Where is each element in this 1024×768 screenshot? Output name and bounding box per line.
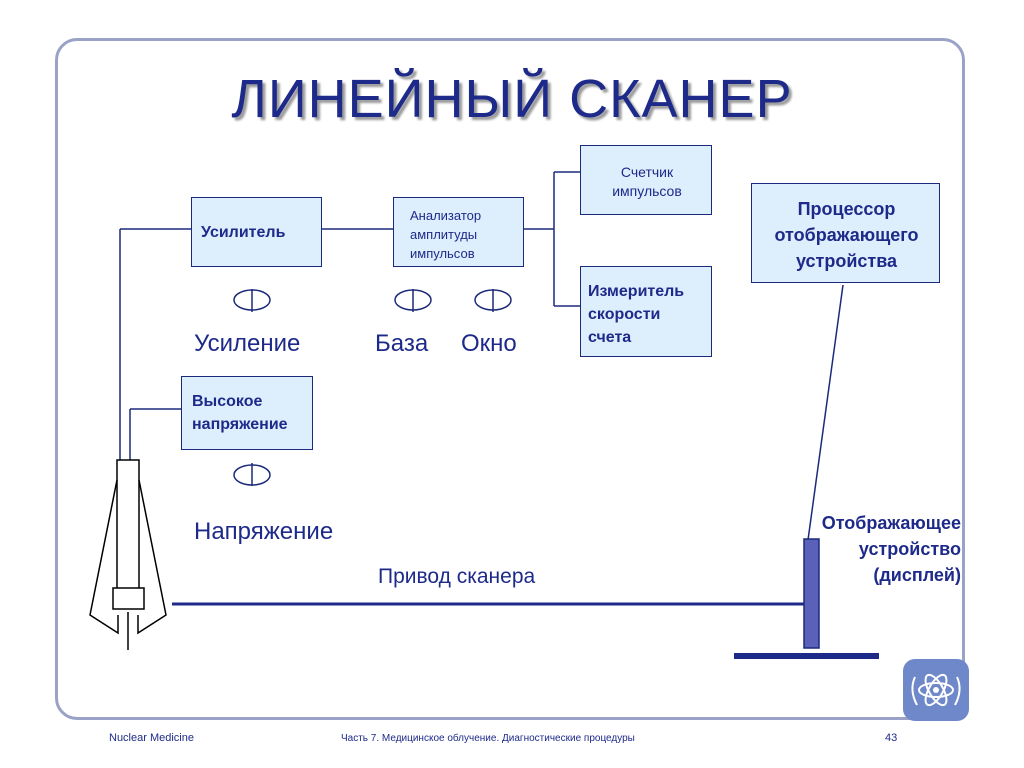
- window-label: Окно: [461, 330, 517, 357]
- high-voltage-label-2: напряжение: [192, 416, 288, 433]
- amplifier-label: Усилитель: [201, 224, 286, 241]
- gain-label: Усиление: [194, 330, 301, 357]
- base-knob: [394, 289, 432, 311]
- ratemeter-label-3: счета: [588, 329, 632, 346]
- connector-processor-display: [807, 284, 844, 541]
- voltage-label: Напряжение: [194, 518, 334, 545]
- voltage-knob: [233, 464, 271, 486]
- detector-housing: [116, 459, 140, 591]
- processor-label-1: Процессор: [797, 199, 896, 219]
- analyzer-label-3: импульсов: [410, 246, 475, 261]
- page-number: 43: [885, 732, 898, 744]
- display-device-label-3: (дисплей): [873, 565, 961, 585]
- display-device-label: Отображающее устройство (дисплей): [760, 510, 961, 588]
- display-device-label-2: устройство: [858, 539, 961, 559]
- footer-left: Nuclear Medicine: [109, 732, 194, 744]
- scanner-drive-label: Привод сканера: [378, 565, 536, 588]
- high-voltage-box: Высокое напряжение: [181, 376, 313, 450]
- detector: [89, 459, 167, 650]
- high-voltage-label-1: Высокое: [192, 393, 263, 410]
- counter-label-2: импульсов: [612, 183, 682, 199]
- processor-label-3: устройства: [795, 251, 898, 271]
- processor-box: Процессор отображающего устройства: [751, 183, 940, 283]
- analyzer-box: Анализатор амплитуды импульсов: [393, 197, 524, 267]
- processor-label-2: отображающего: [774, 225, 919, 245]
- counter-label-1: Счетчик: [620, 164, 674, 180]
- counter-box: Счетчик импульсов: [580, 145, 712, 215]
- analyzer-label-2: амплитуды: [410, 227, 478, 242]
- analyzer-label-1: Анализатор: [410, 208, 482, 223]
- iaea-logo: [903, 659, 969, 721]
- ratemeter-label-1: Измеритель: [588, 283, 685, 300]
- collimator-right: [137, 479, 167, 635]
- ratemeter-label-2: скорости: [588, 306, 661, 323]
- gain-knob: [233, 289, 271, 311]
- collimator-left: [89, 479, 119, 635]
- slide-frame: [55, 38, 965, 720]
- window-knob: [474, 289, 512, 311]
- amplifier-box: Усилитель: [191, 197, 322, 267]
- footer-center: Часть 7. Медицинское облучение. Диагност…: [341, 733, 635, 744]
- atom-icon: [911, 673, 961, 707]
- ratemeter-box: Измеритель скорости счета: [580, 266, 712, 357]
- display-device-label-1: Отображающее: [821, 513, 961, 533]
- slide-title: ЛИНЕЙНЫЙ СКАНЕР: [231, 69, 793, 129]
- base-label: База: [375, 330, 429, 357]
- display-bar: [803, 538, 820, 649]
- detector-crystal: [112, 587, 145, 610]
